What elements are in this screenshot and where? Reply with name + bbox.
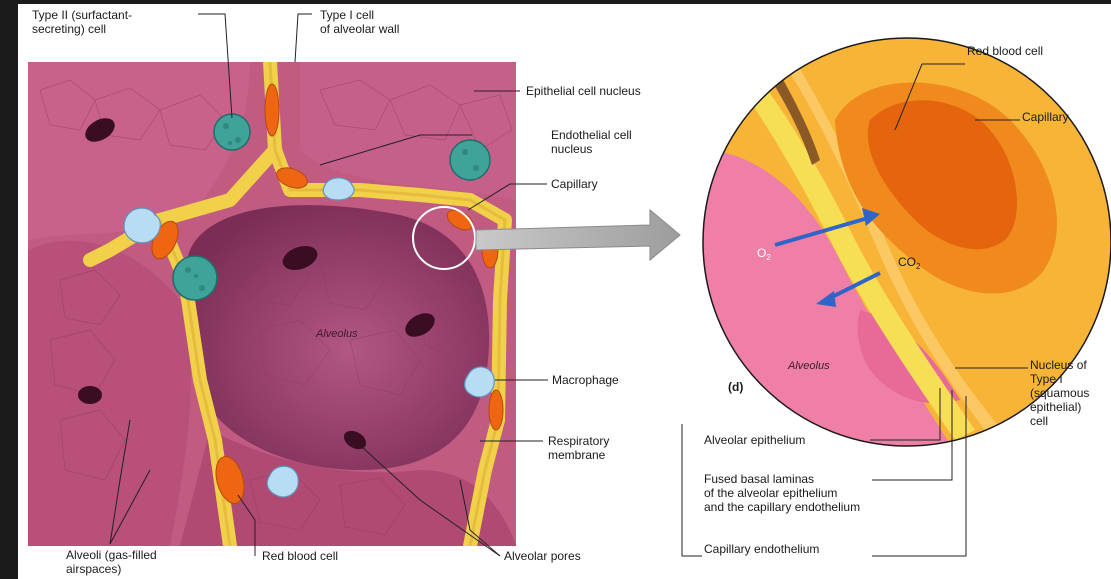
label-alveolus-right: Alveolus bbox=[788, 360, 830, 372]
label-capillary-right: Capillary bbox=[1022, 110, 1069, 124]
label-alveolus-left: Alveolus bbox=[316, 328, 358, 340]
label-alveolar-pores: Alveolar pores bbox=[504, 549, 581, 563]
label-fused-basal-laminas: Fused basal laminas of the alveolar epit… bbox=[704, 472, 860, 514]
label-endothelial-nucleus: Endothelial cell nucleus bbox=[551, 128, 632, 156]
label-alveoli: Alveoli (gas-filled airspaces) bbox=[66, 548, 157, 576]
label-red-blood-cell-right: Red blood cell bbox=[967, 44, 1043, 58]
label-nucleus-type-i: Nucleus of Type I (squamous epithelial) … bbox=[1030, 358, 1089, 428]
label-type-i-cell: Type I cell of alveolar wall bbox=[320, 8, 399, 36]
label-macrophage: Macrophage bbox=[552, 373, 619, 387]
label-capillary-endothelium: Capillary endothelium bbox=[704, 542, 819, 556]
label-panel-d: (d) bbox=[728, 380, 743, 394]
label-epithelial-nucleus: Epithelial cell nucleus bbox=[526, 84, 641, 98]
label-o2: O2 bbox=[757, 246, 771, 265]
label-co2: CO2 bbox=[898, 255, 920, 274]
label-respiratory-membrane: Respiratory membrane bbox=[548, 434, 609, 462]
label-red-blood-cell-left: Red blood cell bbox=[262, 549, 338, 563]
label-alveolar-epithelium: Alveolar epithelium bbox=[704, 433, 805, 447]
label-type-ii-cell: Type II (surfactant- secreting) cell bbox=[32, 8, 132, 36]
left-alveolus bbox=[28, 241, 191, 546]
label-capillary-left: Capillary bbox=[551, 177, 598, 191]
